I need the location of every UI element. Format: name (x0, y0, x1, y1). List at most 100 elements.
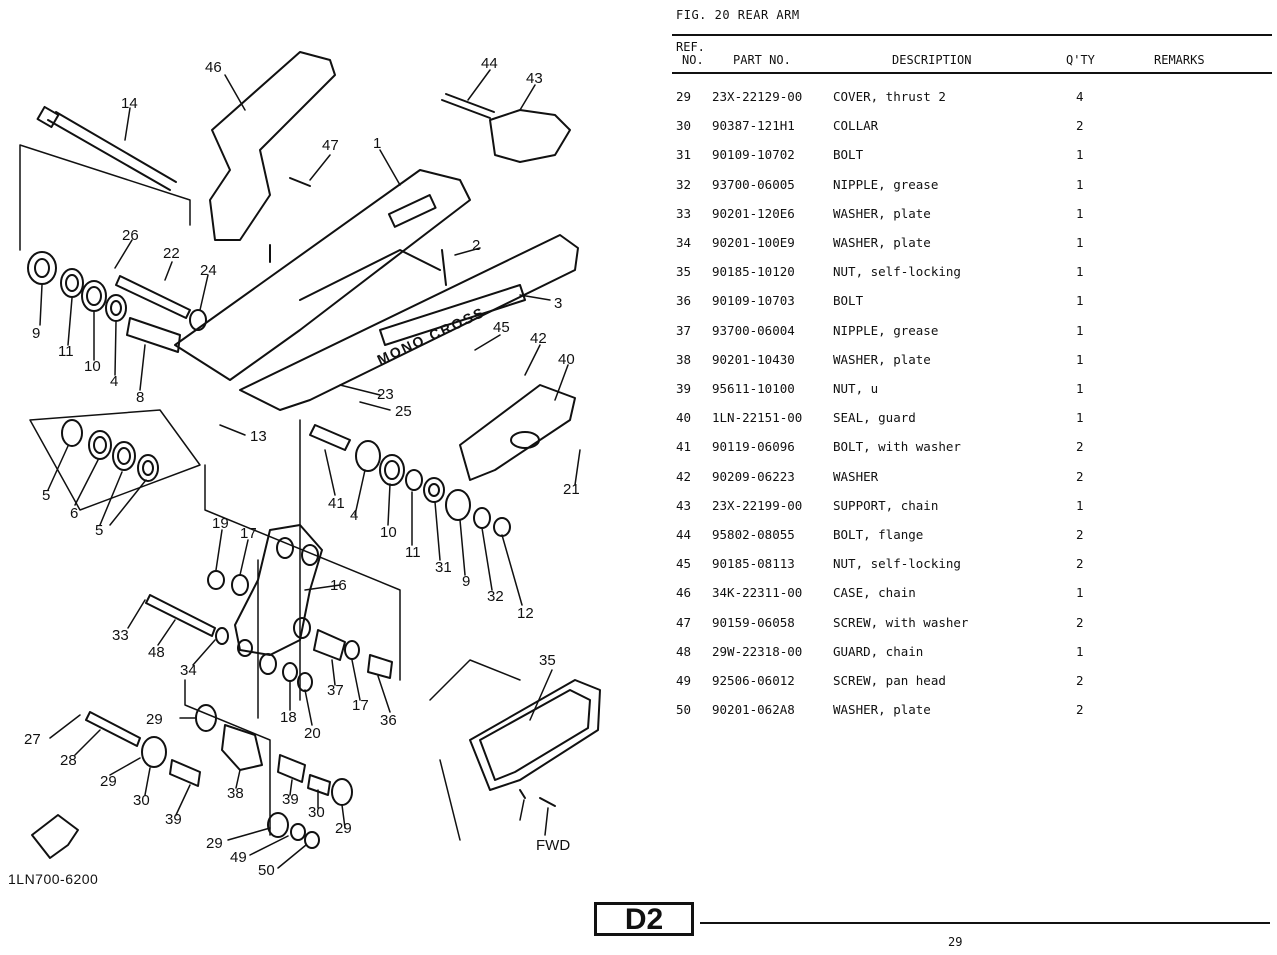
qty-cell: 1 (1076, 147, 1084, 163)
description-cell: WASHER, plate (833, 205, 931, 221)
ref-cell: 30 (676, 118, 692, 134)
pivot-shaft-part (47, 119, 171, 191)
qty-cell: 2 (1076, 556, 1084, 572)
description-cell: BOLT (833, 147, 864, 163)
catalog-number: 1LN700-6200 (8, 871, 99, 887)
part-no-cell: 34K-22311-00 (712, 585, 803, 601)
part-no-cell: 90201-062A8 (712, 702, 795, 718)
part-no-cell: 90109-10702 (712, 147, 795, 163)
description-cell: SEAL, guard (833, 410, 916, 426)
ref-cell: 50 (676, 702, 692, 718)
callout-19b: 17 (352, 697, 369, 714)
callout-7: 41 (328, 495, 345, 512)
description-cell: NUT, u (833, 381, 879, 396)
header-qty: Q'TY (1066, 53, 1095, 67)
callout-21: 19 (212, 515, 229, 532)
description-cell: BOLT, with washer (833, 439, 961, 455)
chain-guard-part (469, 679, 601, 791)
part-no-cell: 90201-10430 (712, 351, 795, 367)
ref-cell: 39 (676, 381, 692, 396)
part-no-cell: 90387-121H1 (712, 118, 795, 134)
qty-cell: 1 (1076, 205, 1084, 221)
callout-40: 40 (558, 351, 575, 368)
ref-cell: 47 (676, 614, 692, 630)
header-remarks: REMARKS (1154, 53, 1205, 67)
callout-49: FWD (536, 837, 570, 854)
ref-cell: 45 (676, 556, 692, 572)
callout-43: 43 (526, 70, 543, 87)
qty-cell: 2 (1076, 673, 1084, 688)
ref-cell: 43 (676, 497, 692, 513)
figure-title: FIG. 20 REAR ARM (676, 8, 800, 22)
ref-cell: 46 (676, 585, 692, 601)
callout-45: 45 (493, 319, 510, 336)
callout-11: 11 (58, 343, 74, 360)
part-no-cell: 90119-06096 (712, 439, 795, 455)
qty-cell: 1 (1076, 235, 1084, 250)
callout-39: 50 (258, 862, 275, 879)
part-no-cell: 90159-06058 (712, 614, 795, 630)
qty-cell: 1 (1076, 643, 1084, 659)
callout-33: 34 (180, 662, 197, 679)
qty-cell: 2 (1076, 439, 1084, 455)
callout-34: 18 (280, 709, 297, 726)
qty-cell: 1 (1076, 585, 1084, 601)
part-no-cell: 90209-06223 (712, 468, 795, 484)
qty-cell: 1 (1076, 497, 1084, 513)
callout-29: 29 (146, 711, 163, 728)
header-ref-1: REF. (676, 40, 705, 54)
part-no-cell: 23X-22199-00 (712, 497, 803, 513)
table-header-rule (672, 72, 1272, 74)
callout-10: 10 (84, 358, 101, 375)
chain-support-part (489, 109, 571, 163)
callout-26: 26 (122, 227, 139, 244)
ref-cell: 42 (676, 468, 692, 484)
qty-cell: 2 (1076, 527, 1084, 542)
qty-cell: 1 (1076, 293, 1084, 309)
fwd-arrow (31, 814, 79, 859)
header-part-no: PART NO. (733, 53, 791, 67)
callout-28b: 39 (282, 791, 299, 808)
callout-28: 39 (165, 811, 182, 828)
callout-27: 38 (227, 785, 244, 802)
ref-cell: 49 (676, 673, 692, 688)
callout-30: 30 (133, 792, 150, 809)
part-no-cell: 93700-06005 (712, 176, 795, 192)
part-no-cell: 93700-06004 (712, 322, 795, 338)
description-cell: NIPPLE, grease (833, 322, 939, 338)
callout-48: 35 (539, 652, 556, 669)
part-no-cell: 90185-08113 (712, 556, 795, 572)
callout-30b: 30 (308, 804, 325, 821)
ref-cell: 38 (676, 351, 692, 367)
description-cell: WASHER, plate (833, 351, 931, 367)
callout-29c: 29 (335, 820, 352, 837)
callout-36: 28 (60, 752, 77, 769)
qty-cell: 2 (1076, 702, 1084, 718)
part-no-cell: 92506-06012 (712, 673, 795, 688)
callout-31: 48 (148, 644, 165, 661)
callout-labels: 46 44 43 14 47 1 26 22 24 2 3 45 42 40 9… (24, 55, 580, 879)
description-cell: SCREW, pan head (833, 673, 946, 688)
description-cell: COVER, thrust 2 (833, 89, 946, 104)
callout-29d: 29 (206, 835, 223, 852)
callout-9b: 9 (462, 573, 470, 590)
callout-2: 2 (472, 237, 480, 254)
callout-5b: 5 (95, 522, 103, 539)
description-cell: WASHER, plate (833, 702, 931, 718)
part-no-cell: 90201-100E9 (712, 235, 795, 250)
callout-17: 16 (330, 577, 347, 594)
seal-guard-part (459, 384, 576, 481)
description-cell: BOLT, flange (833, 527, 924, 542)
qty-cell: 2 (1076, 468, 1084, 484)
part-no-cell: 95802-08055 (712, 527, 795, 542)
